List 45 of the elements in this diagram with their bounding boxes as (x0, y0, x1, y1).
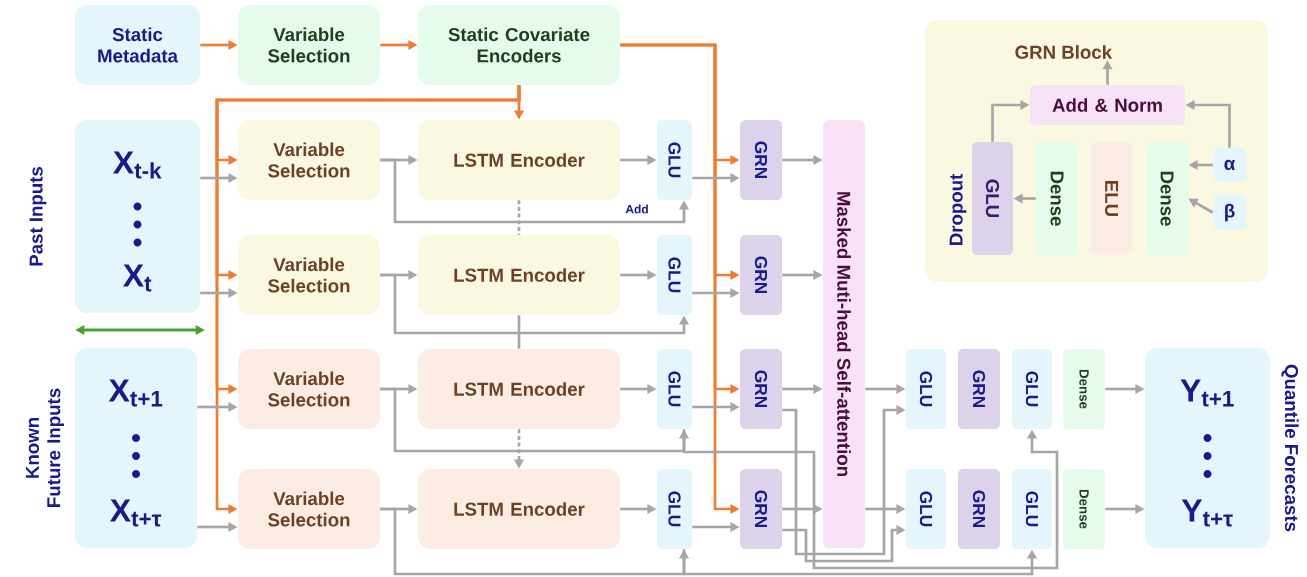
process-box: Variable Selection (238, 120, 380, 200)
grn-box: GRN (740, 235, 782, 315)
elu-box: ELU (1091, 142, 1132, 255)
dense-box: Dense (1146, 142, 1188, 255)
attention-box: Masked Muti-head Self-attention (823, 120, 865, 548)
input-box: β (1213, 195, 1246, 230)
dense-box: Dense (1063, 469, 1105, 549)
glu-box: GLU (972, 142, 1013, 255)
process-box: LSTM Encoder (418, 120, 620, 200)
process-box: LSTM Encoder (418, 349, 620, 429)
glu-box: GLU (906, 349, 946, 429)
side-label: Dropout (949, 173, 967, 245)
connector-line (517, 315, 521, 349)
grn-box: GRN (740, 469, 782, 549)
grn-box: GRN (740, 349, 782, 429)
input-box: Static Metadata (75, 5, 200, 85)
process-box: Variable Selection (238, 5, 380, 85)
glu-box: GLU (657, 349, 692, 429)
input-box: α (1213, 148, 1246, 182)
process-box: Variable Selection (238, 469, 380, 549)
process-box: LSTM Encoder (418, 235, 620, 315)
side-label: Past Inputs (29, 166, 47, 266)
process-box: LSTM Encoder (418, 469, 620, 549)
glu-box: GLU (657, 469, 692, 549)
grn-box: GRN (740, 120, 782, 200)
side-label: Known Future Inputs (26, 388, 65, 507)
process-box: Static Covariate Encoders (418, 5, 620, 85)
process-box: Variable Selection (238, 235, 380, 315)
dense-box: Dense (1036, 142, 1078, 255)
connector-line (517, 200, 521, 235)
side-label: Quantile Forecasts (1281, 364, 1299, 532)
process-box: Add & Norm (1030, 85, 1185, 125)
output-box: Y$_{t+1}$ Y$_{t+τ}$ (1145, 348, 1270, 548)
input-box: X$_{t+1}$ X$_{t+τ}$ (75, 348, 197, 548)
grn-box: GRN (958, 349, 1000, 429)
glu-box: GLU (657, 235, 692, 315)
glu-box: GLU (1012, 349, 1052, 429)
arrow (682, 429, 1059, 570)
glu-box: GLU (1012, 469, 1052, 549)
grn-box: GRN (958, 469, 1000, 549)
glu-box: GLU (657, 120, 692, 200)
process-box: Variable Selection (238, 349, 380, 429)
edge-label: Add (624, 203, 650, 215)
glu-box: GLU (906, 469, 946, 549)
dense-box: Dense (1063, 349, 1105, 429)
